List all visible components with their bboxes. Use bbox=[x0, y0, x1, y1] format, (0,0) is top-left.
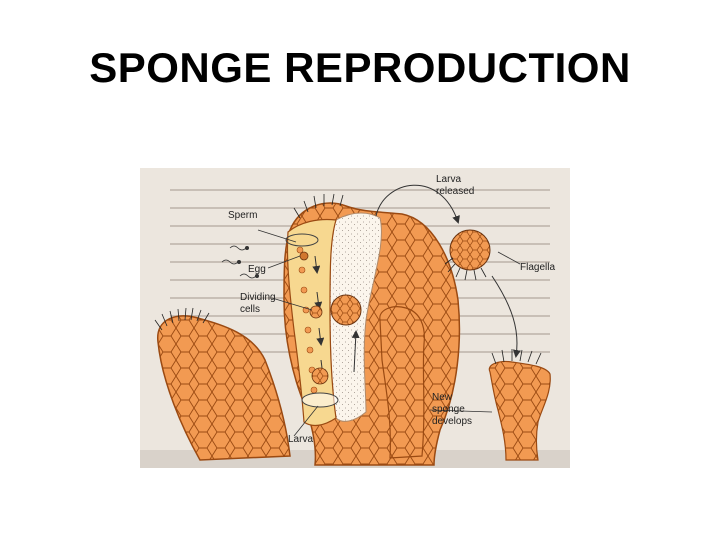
label-flagella: Flagella bbox=[520, 262, 555, 273]
label-new-sponge-line1: New bbox=[432, 392, 453, 403]
label-larva-released-line1: Larva bbox=[436, 174, 461, 185]
dividing-cells bbox=[309, 305, 329, 385]
label-new-sponge-line2: sponge bbox=[432, 404, 465, 415]
label-dividing-line1: Dividing bbox=[240, 292, 276, 303]
slide-title: SPONGE REPRODUCTION bbox=[89, 44, 631, 91]
sperm-cells bbox=[221, 245, 260, 279]
released-larva bbox=[444, 229, 491, 281]
egg-cell bbox=[299, 251, 309, 261]
label-larva-released-line2: released bbox=[436, 186, 474, 197]
left-sponge bbox=[154, 307, 291, 461]
larva-released-arrow bbox=[375, 184, 460, 224]
sponge-reproduction-diagram: Sperm Egg Dividing cells Larva released … bbox=[140, 160, 580, 472]
leader-lines bbox=[257, 229, 521, 437]
larva-in-cavity bbox=[330, 294, 362, 326]
label-dividing-line2: cells bbox=[240, 304, 260, 315]
new-sponge bbox=[488, 349, 551, 461]
label-sperm: Sperm bbox=[228, 210, 257, 221]
middle-sponge bbox=[379, 306, 425, 459]
label-new-sponge-line3: develops bbox=[432, 416, 472, 427]
label-egg: Egg bbox=[248, 264, 266, 275]
larva-settles-arrow bbox=[491, 275, 521, 358]
label-larva: Larva bbox=[288, 434, 313, 445]
